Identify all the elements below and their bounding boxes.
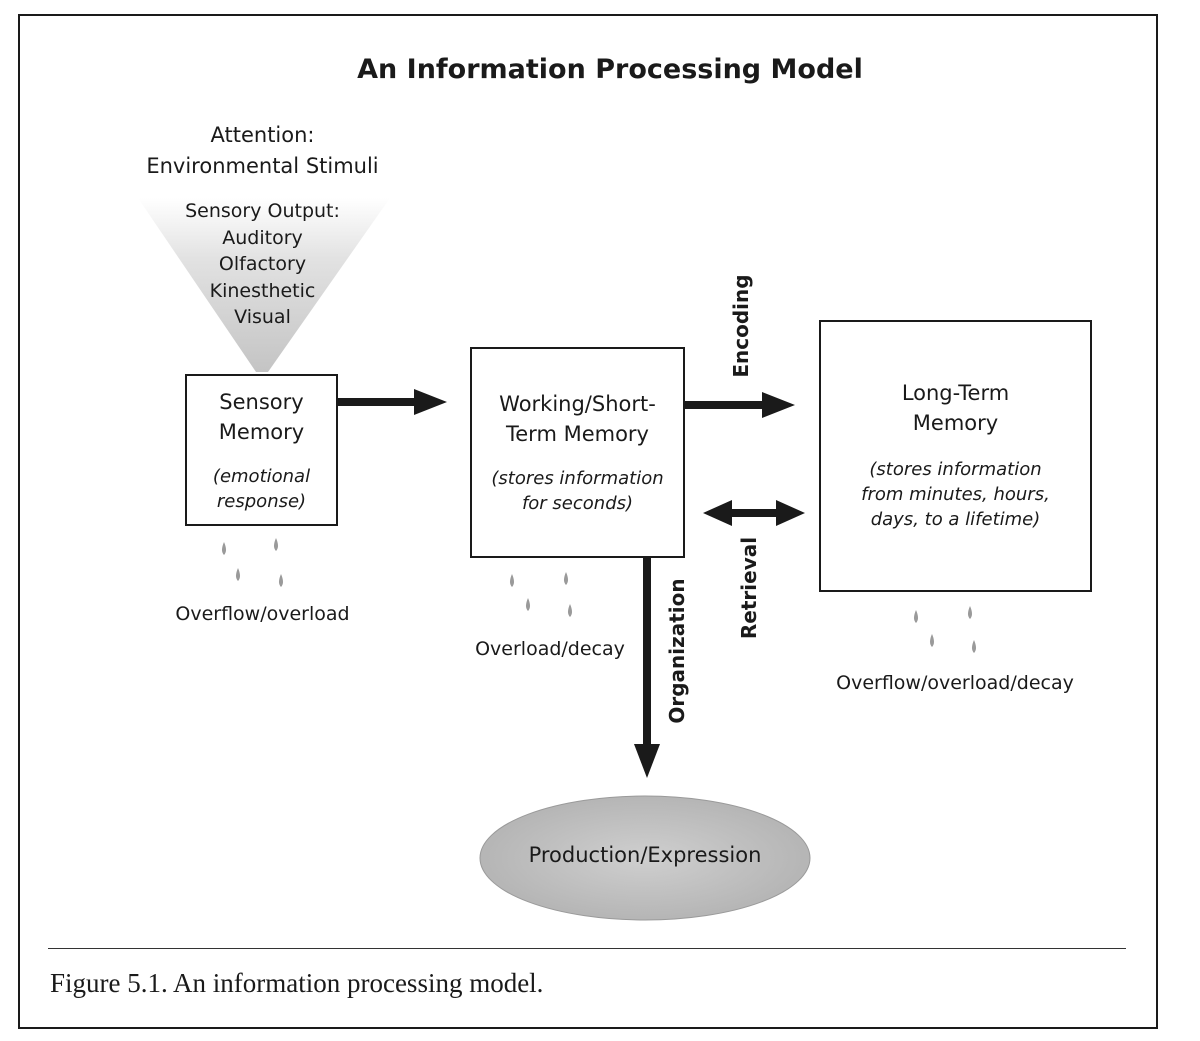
- drops-working: [510, 572, 572, 617]
- arrow-organization: [634, 558, 660, 778]
- sensory-item: Olfactory: [218, 253, 307, 275]
- note-line: (emotional: [212, 466, 311, 487]
- title-line: Memory: [218, 420, 305, 444]
- long-term-memory-note: (stores information from minutes, hours,…: [821, 457, 1090, 532]
- long-term-memory-box: Long-Term Memory (stores information fro…: [819, 320, 1092, 592]
- drops-sensory: [222, 538, 283, 587]
- retrieval-label: Retrieval: [737, 536, 761, 640]
- working-memory-title: Working/Short- Term Memory: [472, 389, 683, 449]
- figure-caption: Figure 5.1. An information processing mo…: [50, 968, 544, 998]
- diagram-title: An Information Processing Model: [357, 54, 863, 85]
- arrow-retrieval: [703, 500, 805, 526]
- sensory-memory-box: Sensory Memory (emotional response): [185, 374, 338, 526]
- sensory-output-list: Sensory Output: Auditory Olfactory Kines…: [150, 198, 375, 331]
- note-line: from minutes, hours,: [861, 484, 1050, 505]
- sensory-item: Kinesthetic: [209, 279, 316, 302]
- arrow-sensory-to-working: [338, 389, 447, 415]
- arrow-encoding: [684, 392, 795, 418]
- long-term-memory-title: Long-Term Memory: [821, 378, 1090, 438]
- sensory-memory-title: Sensory Memory: [187, 387, 336, 447]
- note-line: (stores information: [491, 468, 664, 489]
- attention-label: Attention: Environmental Stimuli: [120, 120, 405, 182]
- working-loss-label: Overload/decay: [475, 638, 625, 660]
- sensory-funnel: [138, 198, 390, 372]
- sensory-item: Auditory: [222, 226, 303, 249]
- sensory-item: Visual: [234, 306, 291, 328]
- note-line: (stores information: [869, 459, 1042, 480]
- title-line: Sensory: [219, 390, 304, 414]
- sensory-loss-label: Overflow/overload: [175, 603, 350, 625]
- note-line: days, to a lifetime): [870, 509, 1041, 530]
- title-line: Working/Short-: [499, 392, 656, 416]
- production-label: Production/Expression: [528, 843, 762, 867]
- sensory-output-heading: Sensory Output:: [185, 200, 340, 222]
- note-line: for seconds): [521, 493, 634, 514]
- title-line: Long-Term: [901, 381, 1010, 405]
- title-line: Memory: [912, 411, 999, 435]
- caption-divider: [48, 948, 1126, 949]
- note-line: response): [216, 491, 307, 512]
- drops-longterm: [914, 606, 976, 653]
- organization-label: Organization: [665, 578, 689, 724]
- attention-line-2: Environmental Stimuli: [146, 154, 379, 178]
- production-ellipse: [479, 795, 811, 921]
- longterm-loss-label: Overflow/overload/decay: [836, 672, 1074, 694]
- working-memory-note: (stores information for seconds): [472, 466, 683, 516]
- working-memory-box: Working/Short- Term Memory (stores infor…: [470, 347, 685, 558]
- encoding-label: Encoding: [729, 274, 753, 378]
- sensory-memory-note: (emotional response): [187, 464, 336, 514]
- attention-line-1: Attention:: [210, 123, 315, 147]
- figure-frame: [18, 14, 1158, 1029]
- title-line: Term Memory: [506, 422, 649, 446]
